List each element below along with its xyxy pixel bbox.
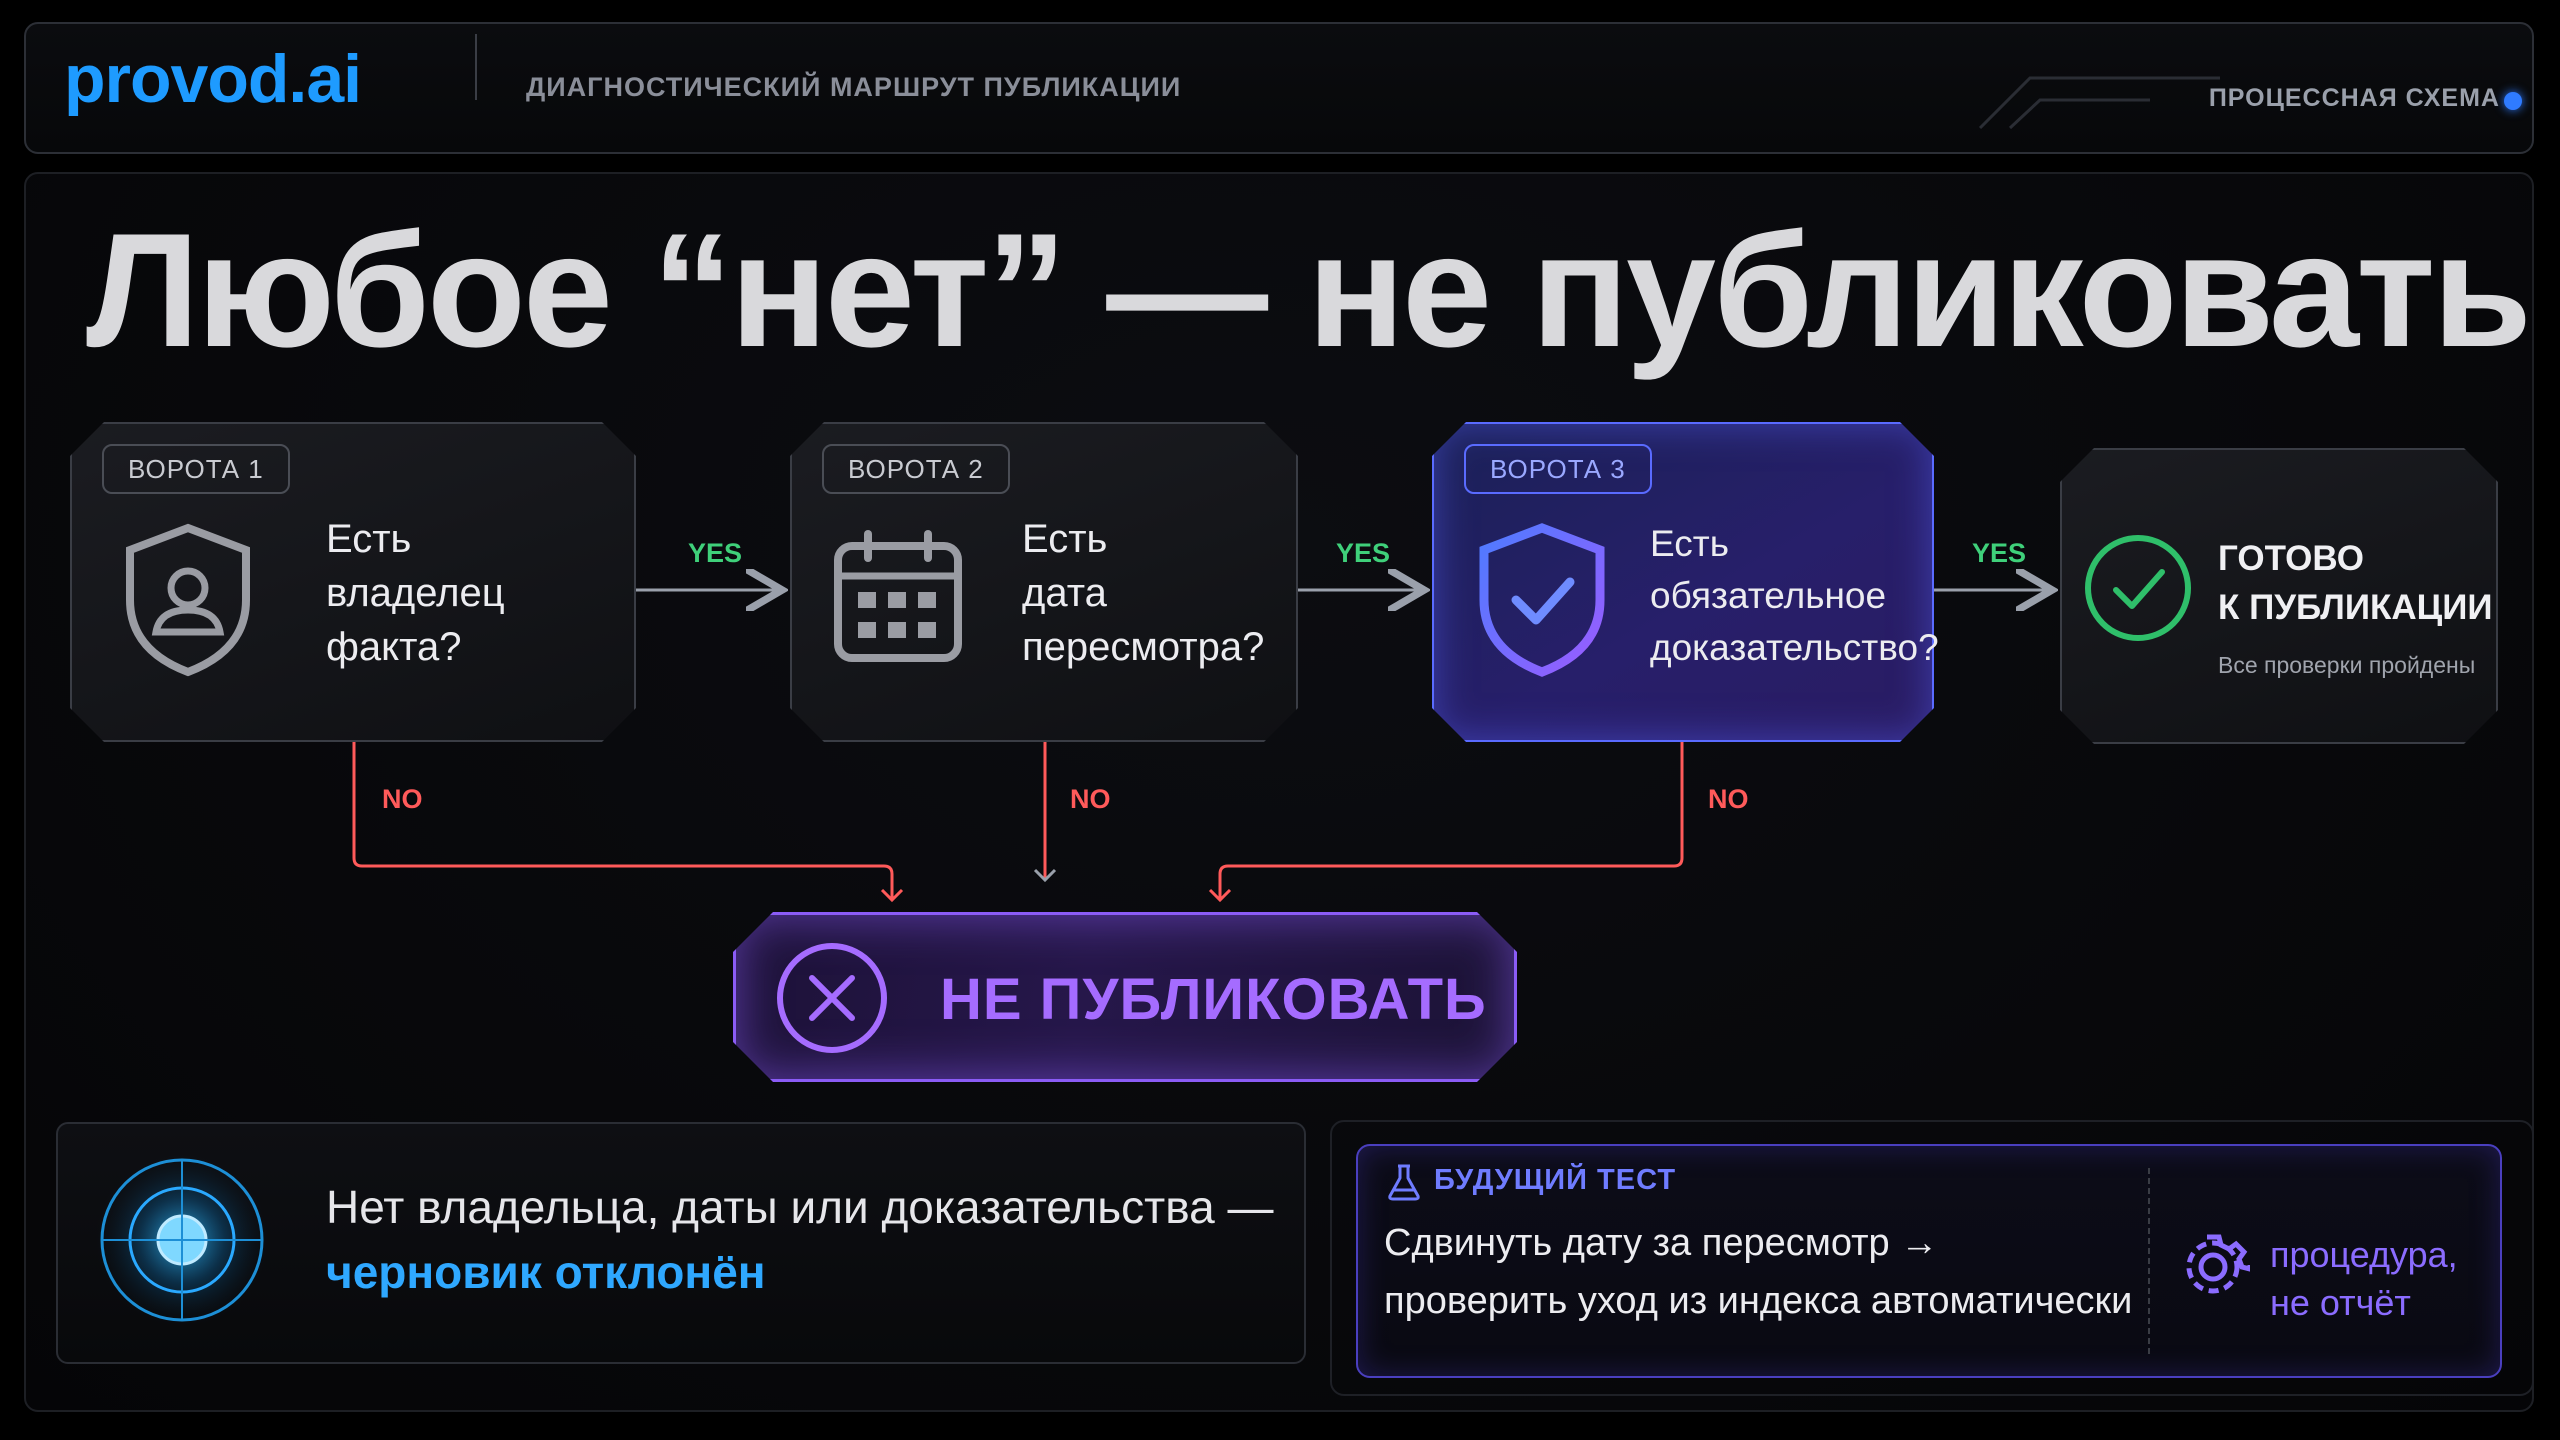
summary-text: Нет владельца, даты или доказательства — [326, 1181, 1274, 1233]
ready-card [2060, 448, 2498, 744]
schema-badge: ПРОЦЕССНАЯ СХЕМА [2208, 84, 2500, 112]
future-test-panel [1356, 1144, 2502, 1378]
future-test-step: проверить уход из индекса автоматически [1384, 1280, 2133, 1322]
gate-question: Есть обязательное доказательство? [1650, 523, 1939, 668]
future-test-step: Сдвинуть дату за пересмотр → [1384, 1222, 1939, 1264]
gate-chip: ВОРОТА 2 [822, 444, 1010, 494]
ready-subtitle: Все проверки пройдены [2218, 652, 2476, 678]
summary-highlight: черновик отклонён [326, 1246, 766, 1298]
shield-check-icon [1479, 523, 1605, 677]
shield-user-icon [126, 523, 250, 677]
procedure-note: не отчёт [2270, 1282, 2411, 1323]
ready-title: ГОТОВО К ПУБЛИКАЦИИ [2218, 539, 2493, 627]
header-circuit-decoration [1978, 76, 2220, 130]
yes-label: YES [688, 538, 743, 568]
no-label: NO [1070, 784, 1111, 814]
header-subtitle: ДИАГНОСТИЧЕСКИЙ МАРШРУТ ПУБЛИКАЦИИ [526, 72, 1182, 102]
page-title: Любое “нет” — не публиковать [86, 200, 2532, 381]
procedure-note: процедура, [2270, 1234, 2458, 1275]
yes-label: YES [1972, 538, 2027, 568]
gate-card-1: ВОРОТА 1 [70, 422, 636, 742]
header-divider [475, 34, 477, 100]
x-circle-icon [777, 943, 887, 1053]
gate-card-3: ВОРОТА 3 [1432, 422, 1934, 742]
yes-label: YES [1336, 538, 1391, 568]
future-test-label: БУДУЩИЙ ТЕСТ [1434, 1164, 1677, 1196]
no-label: NO [382, 784, 423, 814]
gate-chip: ВОРОТА 3 [1464, 444, 1652, 494]
panel-divider [2148, 1168, 2150, 1354]
brand-logo[interactable]: provod.ai [64, 41, 362, 117]
gate-card-2: ВОРОТА 2 [790, 422, 1298, 742]
no-label: NO [1708, 784, 1749, 814]
future-test-frame [1330, 1120, 2534, 1396]
reject-node [733, 912, 1517, 1082]
gate-question: Есть владелец факта? [326, 517, 505, 669]
gate-chip: ВОРОТА 1 [102, 444, 290, 494]
header-bar [24, 22, 2534, 154]
reject-label: НЕ ПУБЛИКОВАТЬ [940, 967, 1487, 1032]
gear-icon [2186, 1234, 2250, 1294]
calendar-icon [834, 530, 962, 662]
radar-icon [96, 1154, 268, 1326]
status-dot [2504, 92, 2522, 110]
check-circle-icon [2085, 535, 2191, 641]
gate-question: Есть дата пересмотра? [1022, 517, 1265, 669]
flask-icon [1388, 1164, 1420, 1201]
